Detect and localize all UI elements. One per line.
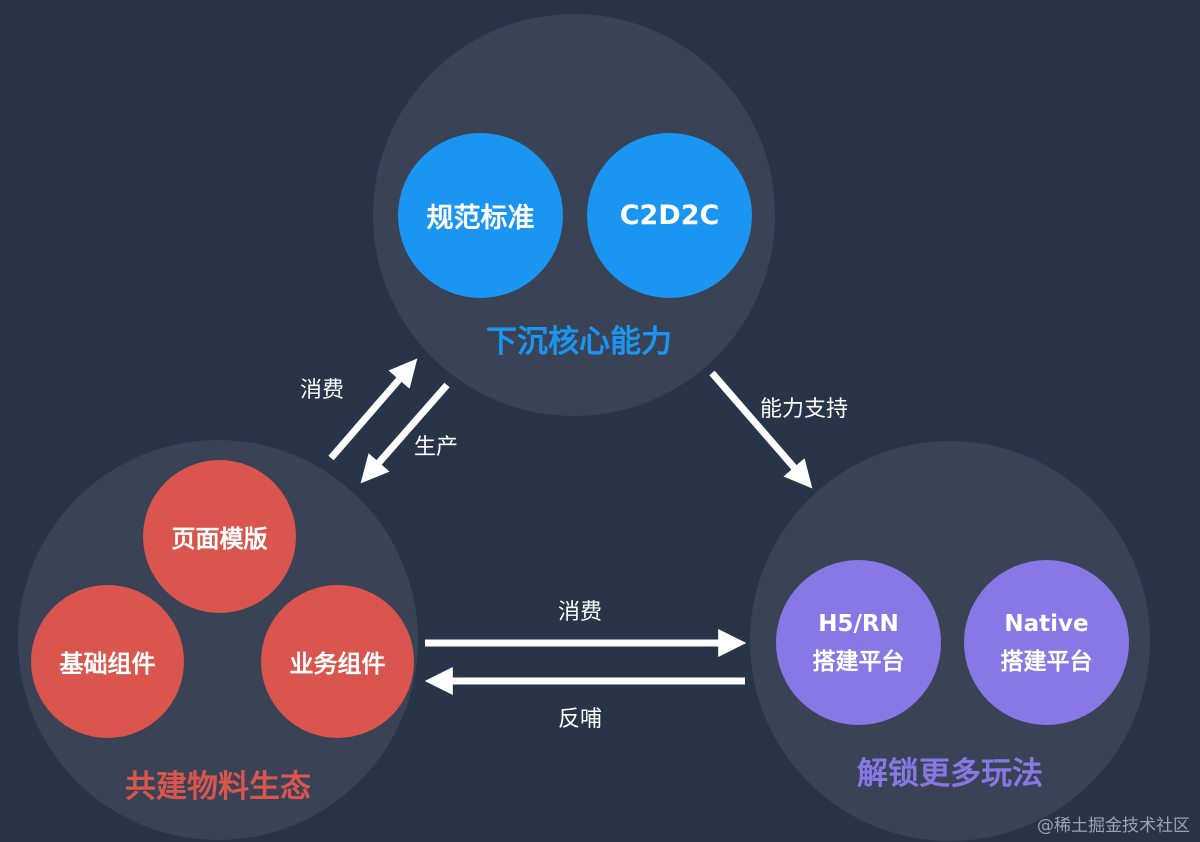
base-component-node: 基础组件: [31, 585, 184, 738]
native-line1: Native: [1004, 610, 1089, 637]
more-gameplay-title: 解锁更多玩法: [857, 756, 1043, 792]
core-capability-title: 下沉核心能力: [486, 324, 672, 360]
produce-label: 生产: [414, 435, 459, 460]
watermark: @稀土掘金技术社区: [1037, 816, 1190, 836]
native-line2: 搭建平台: [1000, 648, 1093, 675]
consume-label-top: 消费: [300, 378, 345, 403]
page-template-node: 页面模版: [143, 460, 296, 613]
arrow-top-to-left: [360, 382, 450, 484]
arrow-left-to-top: [328, 358, 418, 461]
business-component-label: 业务组件: [289, 650, 386, 678]
capability-support-label: 能力支持: [760, 397, 849, 422]
feedback-label: 反哺: [558, 707, 603, 732]
base-component-label: 基础组件: [59, 650, 156, 678]
h5-rn-line1: H5/RN: [818, 610, 899, 637]
material-ecosystem-title: 共建物料生态: [125, 769, 311, 805]
spec-standard-label: 规范标准: [426, 203, 535, 234]
h5-rn-platform-node: H5/RN 搭建平台: [776, 560, 941, 725]
c2d2c-node: C2D2C: [587, 133, 752, 298]
arrow-top-to-right: [709, 370, 813, 489]
spec-standard-node: 规范标准: [398, 133, 563, 298]
business-component-node: 业务组件: [261, 585, 414, 738]
h5-rn-line2: 搭建平台: [812, 648, 905, 675]
page-template-label: 页面模版: [171, 525, 268, 553]
c2d2c-label: C2D2C: [619, 200, 720, 231]
consume-label-bottom: 消费: [558, 600, 603, 625]
native-platform-node: Native 搭建平台: [964, 560, 1129, 725]
